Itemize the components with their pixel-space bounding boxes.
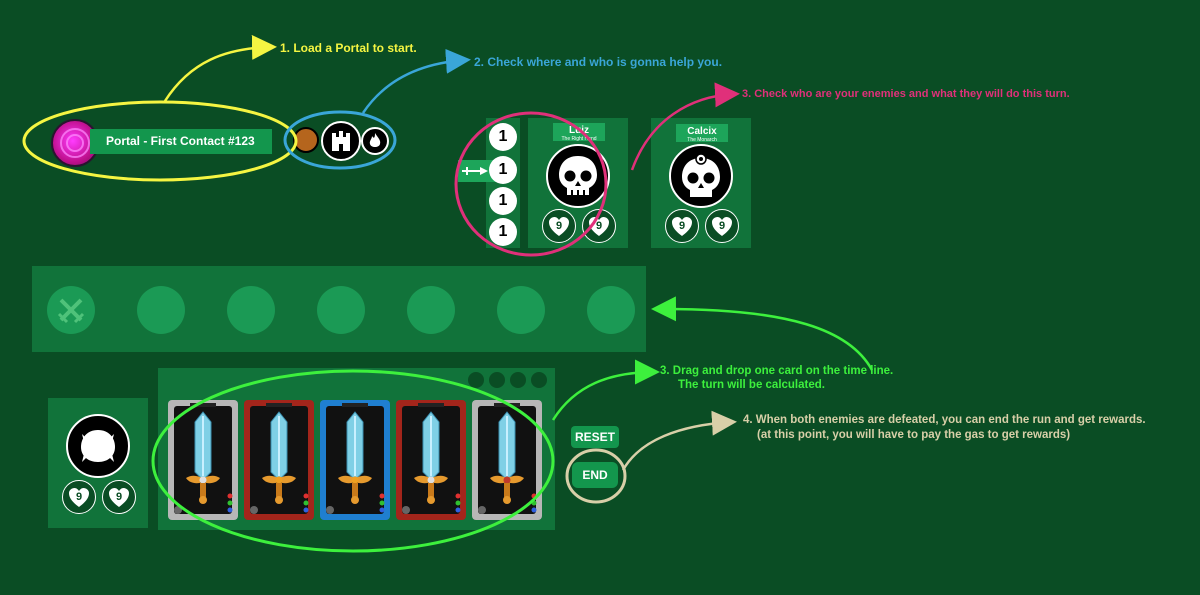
sword-icon — [326, 403, 385, 514]
note-step3a: 3. Check who are your enemies and what t… — [742, 88, 1070, 100]
player-avatar — [66, 414, 130, 478]
ally-heart-value: 9 — [555, 220, 563, 232]
hand-card[interactable] — [244, 400, 314, 520]
player-shield-badge: 9 — [102, 480, 136, 514]
portal-swirl-icon — [60, 128, 90, 158]
hand-card[interactable] — [320, 400, 390, 520]
timeline-slot[interactable] — [407, 286, 455, 334]
deck-indicator — [489, 372, 505, 388]
ally-step: 1 — [489, 218, 517, 246]
note-step2: 2. Check where and who is gonna help you… — [474, 55, 723, 69]
enemy-title: The Monarch — [687, 137, 717, 143]
ally-title: The Right Hand — [561, 136, 597, 142]
hand-card[interactable] — [168, 400, 238, 520]
heart-icon — [109, 488, 129, 507]
player-heart-value: 9 — [75, 491, 83, 503]
enemy-avatar — [669, 144, 733, 208]
player-shield-value: 9 — [115, 491, 123, 503]
heart-icon — [549, 217, 569, 236]
arrow-step1 — [163, 34, 277, 102]
ally-step: 1 — [489, 187, 517, 215]
note-step3b-line2: The turn will be calculated. — [678, 379, 825, 391]
timeline-slot[interactable] — [137, 286, 185, 334]
horned-creature-icon — [81, 430, 115, 462]
deck-indicator — [468, 372, 484, 388]
note-step1: 1. Load a Portal to start. — [280, 41, 417, 55]
deck-indicator — [510, 372, 526, 388]
highlight-portal — [22, 100, 298, 182]
highlight-location — [283, 110, 397, 170]
timeline-slot[interactable] — [317, 286, 365, 334]
enemy-shield-badge: 9 — [705, 209, 739, 243]
portal-name-bar[interactable]: Portal - First Contact #123 — [90, 129, 272, 154]
arrow-step2 — [361, 48, 471, 114]
ally-step: 1 — [489, 123, 517, 151]
arrow-step4 — [621, 410, 737, 471]
ally-heart-badge: 9 — [542, 209, 576, 243]
timeline-slot-crossed-swords[interactable] — [47, 286, 95, 334]
heart-icon — [672, 217, 692, 236]
timeline-slot[interactable] — [587, 286, 635, 334]
sword-icon — [478, 403, 537, 514]
arrow-step3b — [551, 359, 660, 421]
end-button[interactable]: END — [572, 462, 618, 488]
hand-card[interactable] — [396, 400, 466, 520]
arrow-step3a — [630, 82, 740, 171]
deck-indicator — [531, 372, 547, 388]
arrow-step3b-timeline — [651, 296, 874, 371]
reset-button[interactable]: RESET — [571, 426, 619, 448]
sword-icon — [174, 403, 233, 514]
skull-eye-icon — [682, 153, 720, 197]
sword-icon — [402, 403, 461, 514]
highlight-ally — [454, 111, 608, 257]
enemy-name-plate: Calcix The Monarch — [676, 124, 728, 143]
timeline-slot[interactable] — [227, 286, 275, 334]
fire-icon — [361, 127, 389, 155]
note-step4-line1: 4. When both enemies are defeated, you c… — [743, 414, 1146, 426]
ally-step: 1 — [489, 156, 517, 184]
sword-pointer-icon — [462, 167, 488, 175]
enemy-shield-value: 9 — [718, 220, 726, 232]
note-step3b-line1: 3. Drag and drop one card on the time li… — [660, 365, 894, 377]
enemy-name: Calcix — [687, 126, 717, 137]
highlight-end — [565, 448, 627, 504]
note-step4-line2: (at this point, you will have to pay the… — [757, 429, 1071, 441]
crossed-swords-icon — [57, 298, 85, 324]
skull-icon — [559, 156, 597, 195]
ally-avatar — [546, 144, 610, 208]
enemy-heart-badge: 9 — [665, 209, 699, 243]
enemy-heart-value: 9 — [678, 220, 686, 232]
timeline-slot[interactable] — [497, 286, 545, 334]
player-heart-badge: 9 — [62, 480, 96, 514]
highlight-hand — [151, 369, 555, 553]
sword-icon — [250, 403, 309, 514]
ally-shield-value: 9 — [595, 220, 603, 232]
heart-icon — [69, 488, 89, 507]
castle-icon — [321, 121, 361, 161]
heart-icon — [712, 217, 732, 236]
